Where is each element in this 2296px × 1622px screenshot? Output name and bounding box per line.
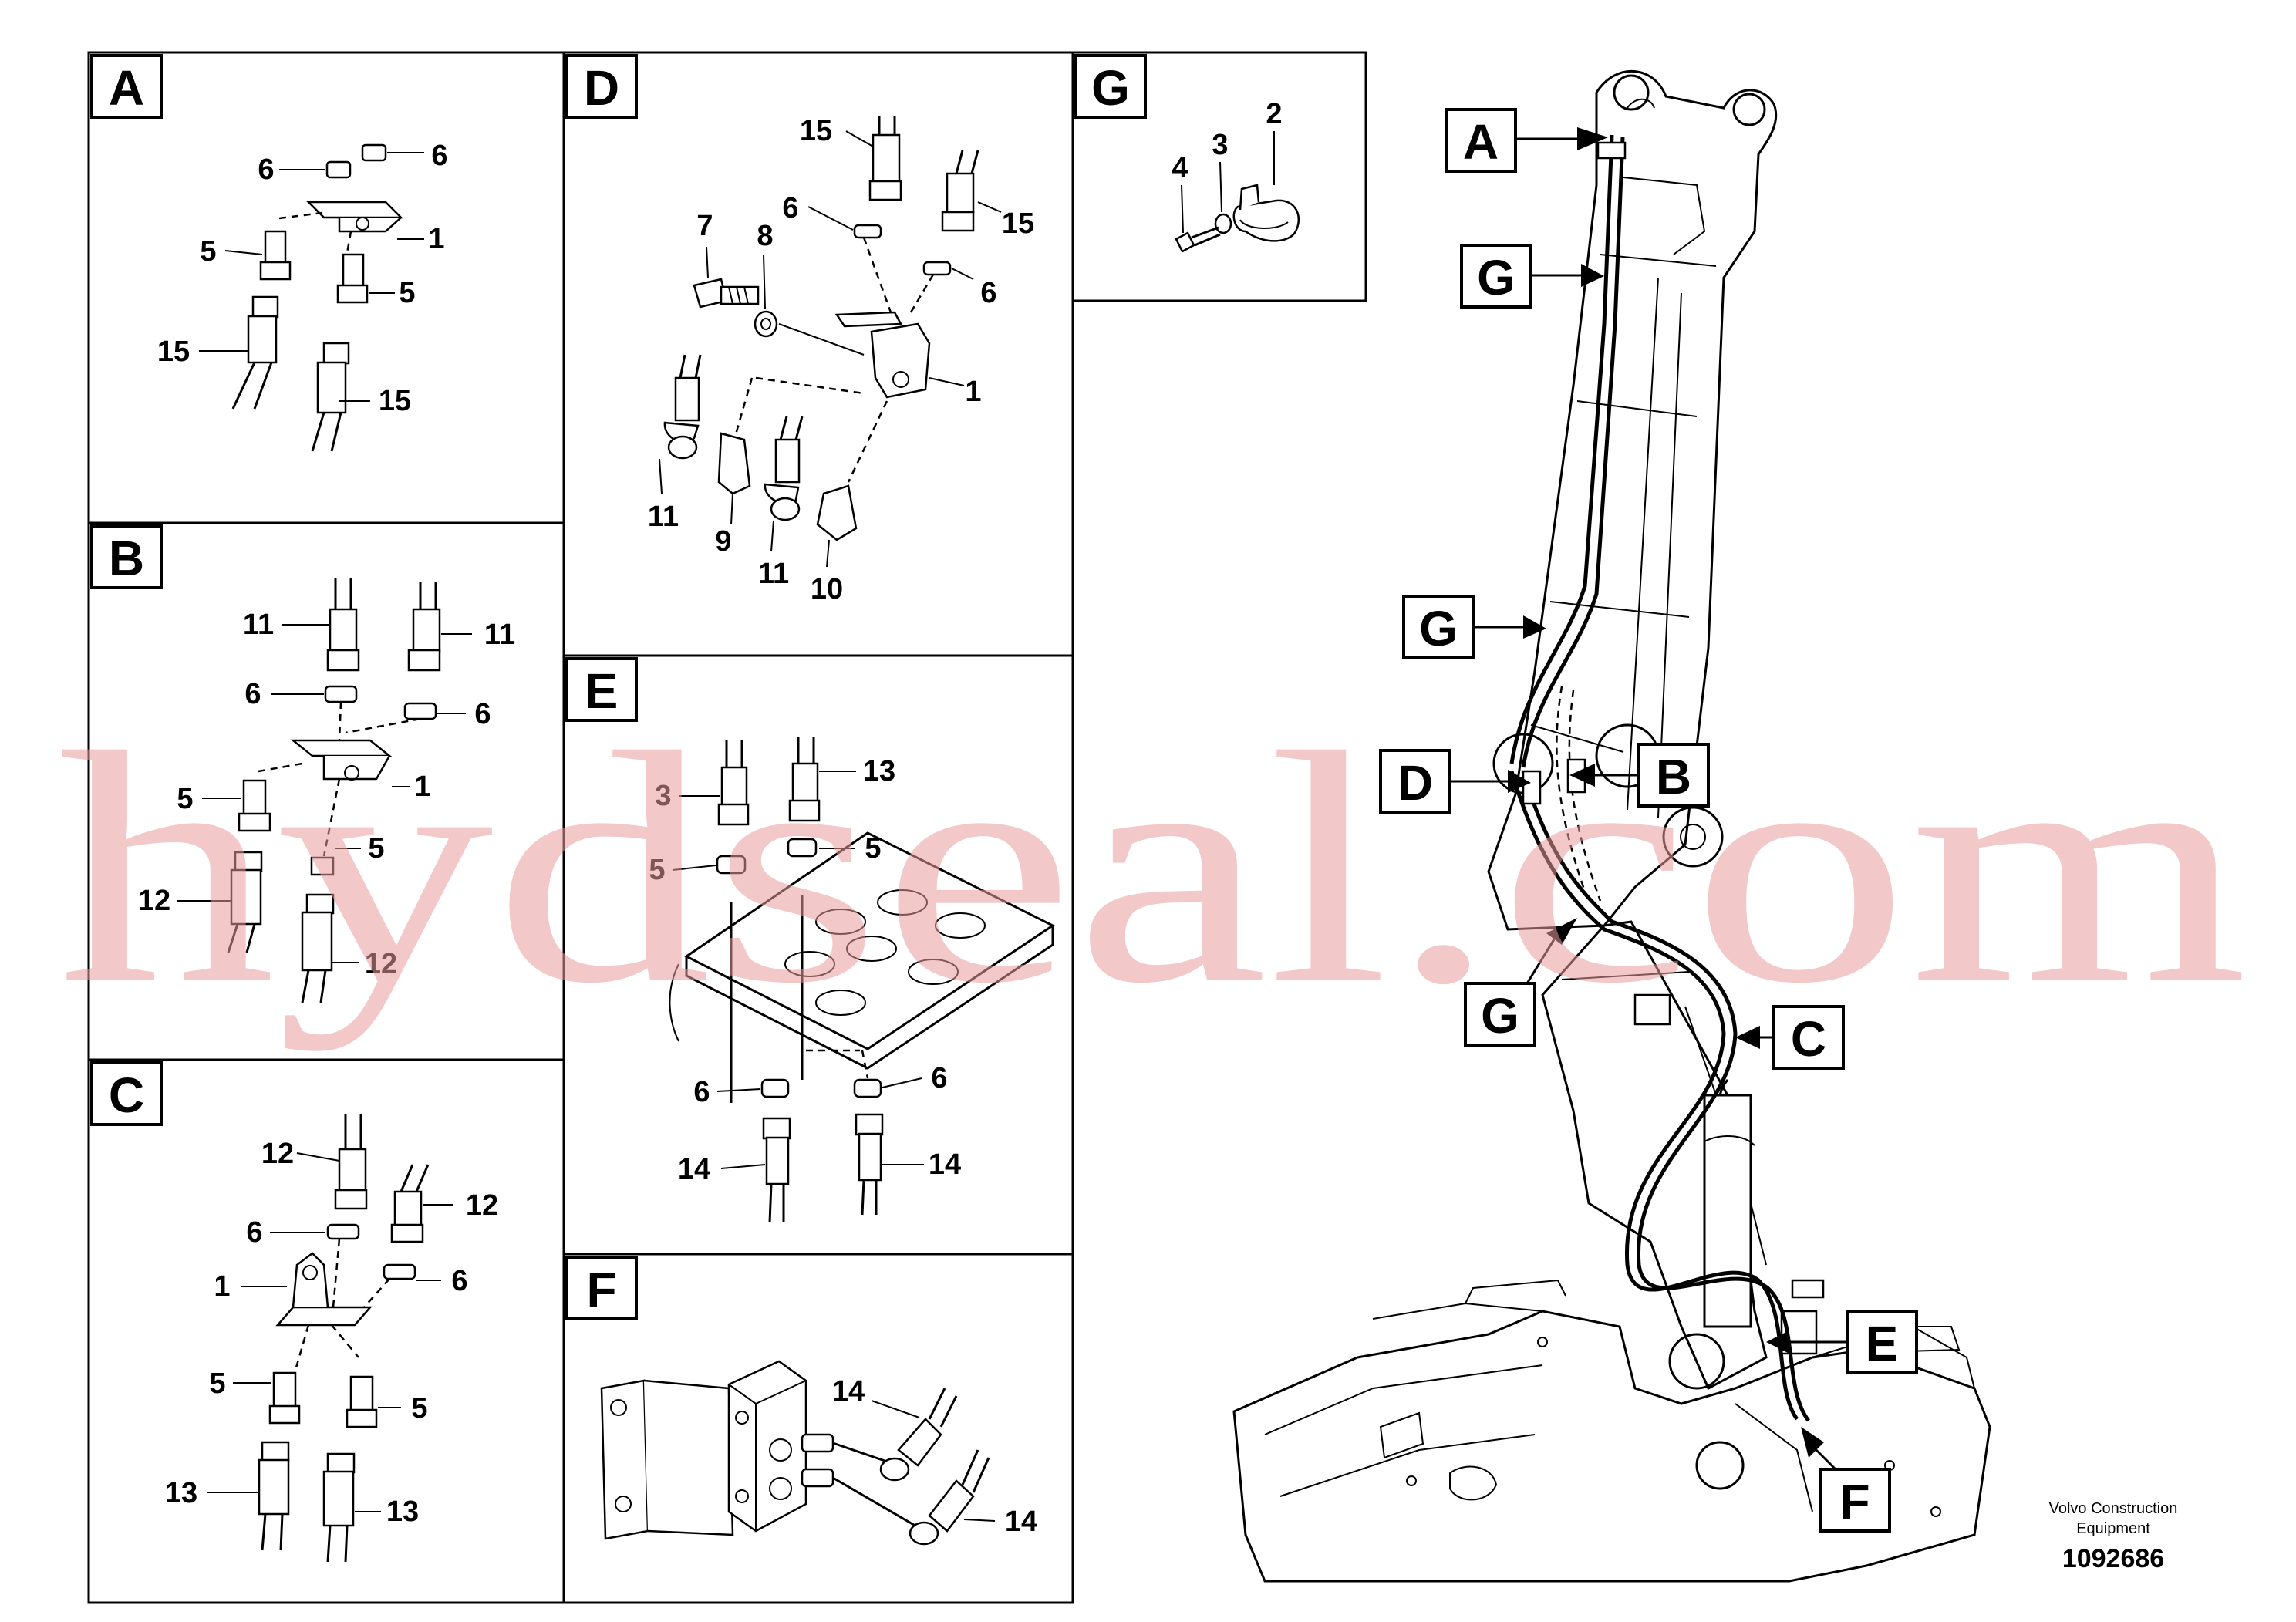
svg-text:15: 15	[1002, 207, 1034, 240]
panel-label-d: D	[565, 54, 638, 119]
overview-label-e: E	[1846, 1310, 1918, 1374]
svg-text:F: F	[586, 1262, 616, 1317]
publisher-block: Volvo Construction Equipment 1092686	[2049, 1500, 2178, 1573]
panel-f-drawing: 14 14	[600, 1360, 1037, 1546]
svg-text:14: 14	[929, 1148, 961, 1181]
svg-text:4: 4	[1172, 152, 1188, 184]
svg-text:12: 12	[138, 885, 170, 917]
panel-label-b: B	[90, 524, 163, 589]
svg-text:2: 2	[1266, 98, 1282, 130]
panel-a-drawing: 6 6 1 5 5 15 15	[157, 140, 448, 452]
svg-text:6: 6	[931, 1062, 947, 1094]
svg-text:15: 15	[157, 336, 190, 368]
svg-text:G: G	[1419, 601, 1458, 656]
svg-text:C: C	[109, 1067, 144, 1123]
svg-text:13: 13	[165, 1477, 197, 1509]
overview-label-c: C	[1772, 1005, 1845, 1070]
svg-text:5: 5	[649, 854, 665, 886]
overview-label-b: B	[1637, 743, 1710, 808]
svg-text:14: 14	[832, 1375, 865, 1408]
overview-label-g-middle: G	[1402, 595, 1475, 659]
svg-text:D: D	[584, 60, 619, 116]
svg-text:1: 1	[214, 1270, 230, 1303]
svg-text:10: 10	[811, 573, 843, 605]
publication-number: 1092686	[2062, 1544, 2164, 1573]
svg-text:5: 5	[177, 783, 193, 815]
svg-text:15: 15	[800, 115, 832, 147]
svg-text:G: G	[1477, 250, 1515, 305]
svg-text:13: 13	[386, 1496, 419, 1528]
svg-text:11: 11	[648, 501, 679, 533]
svg-text:B: B	[1656, 749, 1691, 804]
svg-text:13: 13	[863, 755, 895, 787]
svg-text:1: 1	[965, 376, 981, 408]
svg-text:6: 6	[980, 277, 996, 309]
panel-c-drawing: 12 12 6 6 1 5 5 13 13	[165, 1114, 498, 1563]
svg-text:6: 6	[474, 698, 491, 730]
svg-text:B: B	[109, 531, 144, 586]
svg-text:A: A	[1463, 114, 1499, 170]
svg-text:12: 12	[466, 1189, 498, 1222]
overview-label-g-lower: G	[1464, 982, 1536, 1047]
svg-text:5: 5	[865, 832, 881, 865]
svg-text:F: F	[1839, 1474, 1870, 1529]
panel-d-drawing: 15 7 8 6 15 6 1 11 9 11 10	[648, 115, 1034, 605]
svg-text:6: 6	[431, 140, 447, 172]
svg-text:5: 5	[209, 1367, 225, 1400]
svg-text:G: G	[1091, 60, 1130, 116]
panel-label-f: F	[565, 1256, 638, 1320]
svg-text:7: 7	[696, 210, 713, 242]
svg-text:9: 9	[715, 525, 731, 558]
panel-label-a: A	[90, 54, 163, 119]
svg-text:11: 11	[484, 619, 515, 651]
svg-text:D: D	[1397, 755, 1433, 811]
svg-text:E: E	[1866, 1316, 1899, 1371]
svg-text:3: 3	[1212, 129, 1228, 161]
watermark: hydseal.com	[58, 685, 2248, 1052]
overview-label-d: D	[1379, 749, 1451, 814]
panel-label-e: E	[565, 657, 638, 722]
overview-label-g-upper: G	[1460, 244, 1532, 309]
svg-text:5: 5	[399, 277, 415, 309]
publisher-line1: Volvo Construction	[2049, 1500, 2178, 1517]
svg-text:6: 6	[451, 1265, 467, 1297]
svg-text:5: 5	[368, 832, 384, 865]
svg-text:8: 8	[757, 220, 773, 252]
overview-label-a: A	[1445, 108, 1517, 173]
svg-text:14: 14	[1005, 1506, 1037, 1538]
overview-label-f: F	[1819, 1468, 1891, 1533]
svg-text:6: 6	[246, 1216, 262, 1249]
panel-label-g: G	[1074, 54, 1147, 119]
svg-text:5: 5	[200, 235, 216, 268]
svg-text:A: A	[109, 60, 144, 116]
svg-text:G: G	[1481, 988, 1519, 1044]
publisher-line2: Equipment	[2076, 1520, 2150, 1537]
svg-text:15: 15	[379, 385, 411, 417]
svg-text:11: 11	[758, 558, 789, 590]
svg-text:6: 6	[782, 192, 798, 224]
svg-text:1: 1	[428, 223, 444, 255]
excavator-overview	[1232, 70, 1991, 1583]
svg-text:6: 6	[258, 153, 274, 186]
svg-text:6: 6	[244, 678, 261, 710]
panel-b-drawing: 11 11 6 6 1 5 5 12 12	[138, 578, 515, 1003]
svg-text:3: 3	[655, 780, 671, 812]
panel-e-drawing: 3 13 5 5 6 6 14 14	[649, 737, 1055, 1223]
svg-text:11: 11	[243, 609, 274, 641]
panel-frames	[87, 51, 1367, 1604]
svg-text:6: 6	[693, 1076, 710, 1108]
svg-text:12: 12	[365, 948, 397, 980]
svg-text:14: 14	[678, 1153, 710, 1185]
svg-text:5: 5	[411, 1392, 427, 1425]
panel-g-drawing: 2 3 4	[1172, 98, 1300, 253]
svg-text:1: 1	[414, 771, 430, 803]
svg-text:C: C	[1791, 1011, 1826, 1067]
svg-text:E: E	[585, 663, 619, 719]
svg-text:12: 12	[261, 1138, 294, 1170]
panel-label-c: C	[90, 1061, 163, 1126]
